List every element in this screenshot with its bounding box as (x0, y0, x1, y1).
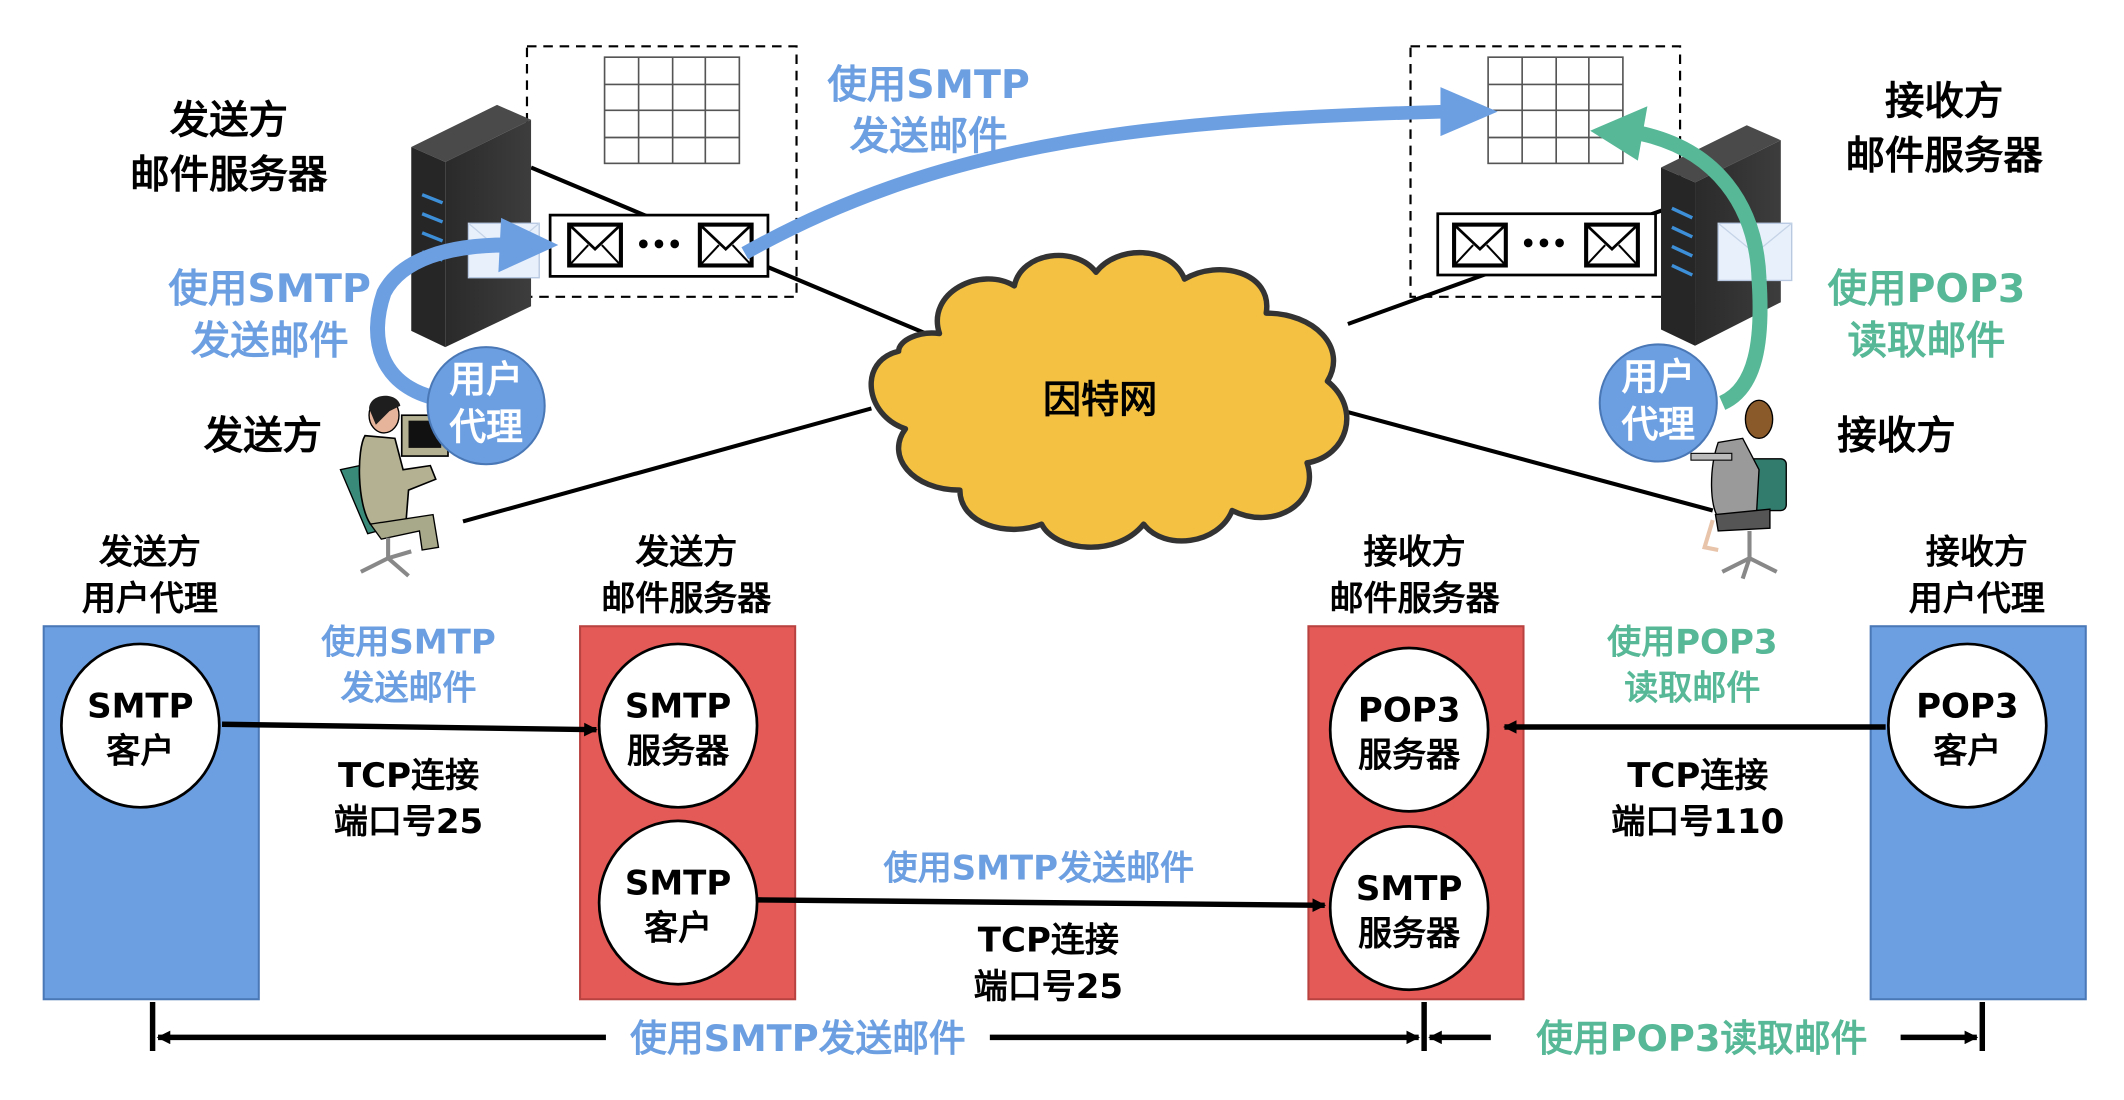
node-text: 服务器 (627, 731, 730, 771)
link1-tcp-line1: TCP连接 (338, 756, 479, 796)
node-text: POP3 (1916, 686, 2018, 726)
server-icon (411, 104, 532, 348)
pop3-client-node: POP3 客户 (1887, 642, 2048, 809)
smtp-submit-label-line2: 发送邮件 (191, 318, 349, 364)
sender-label: 发送方 (204, 413, 322, 459)
node-text: SMTP (625, 863, 731, 903)
pop3-server-node: POP3 服务器 (1328, 646, 1490, 813)
link2-label: 使用SMTP发送邮件 (883, 848, 1195, 888)
internet-cloud: 因特网 (868, 249, 1350, 550)
receiver-server-title-line1: 接收方 (1364, 533, 1466, 573)
link1-tcp-line2: 端口号25 (334, 802, 483, 842)
smtp-transfer-arrow (741, 87, 1498, 260)
envelope-icon (1452, 222, 1508, 268)
sender-server-title-line2: 邮件服务器 (601, 579, 772, 619)
link3-label-line2: 读取邮件 (1624, 669, 1760, 709)
ellipsis-text: ••• (636, 230, 683, 259)
node-text: 服务器 (1358, 735, 1461, 775)
receiver-server-storage: ••• (1409, 45, 1682, 298)
link2-tcp-line2: 端口号25 (974, 967, 1123, 1007)
sender-server-label-line1: 发送方 (170, 97, 288, 143)
smtp-transfer-label-line2: 发送邮件 (850, 114, 1008, 160)
receiver-server-label-line1: 接收方 (1885, 78, 2003, 124)
pop3-read-label-line1: 使用POP3 (1828, 266, 2026, 312)
node-text: 客户 (1933, 731, 2001, 771)
link3-label-line1: 使用POP3 (1606, 622, 1777, 662)
envelope-icon (567, 222, 623, 268)
node-text: SMTP (87, 686, 193, 726)
internet-label: 因特网 (1043, 377, 1157, 421)
envelope-icon (697, 222, 754, 268)
span-smtp-label: 使用SMTP发送邮件 (630, 1017, 966, 1060)
receiver-server-title-line2: 邮件服务器 (1330, 579, 1501, 619)
link-receiver-internet (1333, 406, 1714, 513)
span-markers (149, 1001, 1986, 1051)
receiver-label: 接收方 (1837, 413, 1955, 459)
sender-server-label-line2: 邮件服务器 (130, 152, 328, 198)
envelope-icon (1584, 222, 1640, 268)
user-agent-right-line1: 用户 (1622, 355, 1696, 398)
smtp-server-node: SMTP 服务器 (597, 642, 759, 809)
receiver-ua-title-line1: 接收方 (1926, 533, 2028, 573)
link1-label-line1: 使用SMTP (320, 622, 496, 662)
smtp-submit-label-line1: 使用SMTP (168, 266, 371, 312)
receiver-person-icon (1690, 399, 1787, 580)
receiver-server-label-line2: 邮件服务器 (1845, 133, 2043, 179)
smtp-transfer-label-line1: 使用SMTP (827, 62, 1030, 108)
smtp-client-node: SMTP 客户 (60, 642, 221, 809)
node-text: POP3 (1358, 691, 1460, 731)
sender-server-title-line1: 发送方 (635, 533, 737, 573)
pop3-read-arrow (1590, 106, 1768, 410)
ellipsis-text: ••• (1520, 229, 1567, 258)
link1-label-line2: 发送邮件 (340, 669, 476, 709)
sender-person-icon (339, 395, 449, 578)
smtp-connection-2 (757, 897, 1327, 913)
user-agent-bubble-left: 用户 代理 (426, 346, 546, 466)
sender-server-storage: ••• (525, 45, 798, 298)
node-text: SMTP (625, 686, 731, 726)
node-text: 客户 (106, 731, 174, 771)
user-agent-left-line1: 用户 (449, 358, 523, 401)
node-text: SMTP (1356, 869, 1462, 909)
user-agent-bubble-right: 用户 代理 (1598, 343, 1718, 463)
mailbox-grid (1487, 56, 1624, 165)
smtp-client-node: SMTP 客户 (597, 819, 759, 986)
span-pop3-label: 使用POP3读取邮件 (1536, 1017, 1867, 1060)
mailbox-grid (603, 56, 741, 165)
link2-tcp-line1: TCP连接 (978, 921, 1119, 961)
pop3-read-label-line2: 读取邮件 (1848, 318, 2006, 364)
link3-tcp-line2: 端口号110 (1611, 802, 1784, 842)
node-text: 客户 (644, 908, 712, 948)
smtp-connection-1 (221, 721, 598, 737)
user-agent-left-line2: 代理 (448, 406, 523, 449)
smtp-server-node: SMTP 服务器 (1328, 825, 1490, 992)
receiver-ua-title-line2: 用户代理 (1909, 579, 2045, 619)
smtp-submit-arrow (370, 217, 559, 405)
user-agent-right-line2: 代理 (1621, 403, 1696, 446)
sender-ua-title-line1: 发送方 (99, 533, 201, 573)
sender-ua-title-line2: 用户代理 (82, 579, 218, 619)
link-sender-internet (462, 406, 872, 524)
node-text: 服务器 (1358, 914, 1461, 954)
link3-tcp-line1: TCP连接 (1627, 756, 1768, 796)
